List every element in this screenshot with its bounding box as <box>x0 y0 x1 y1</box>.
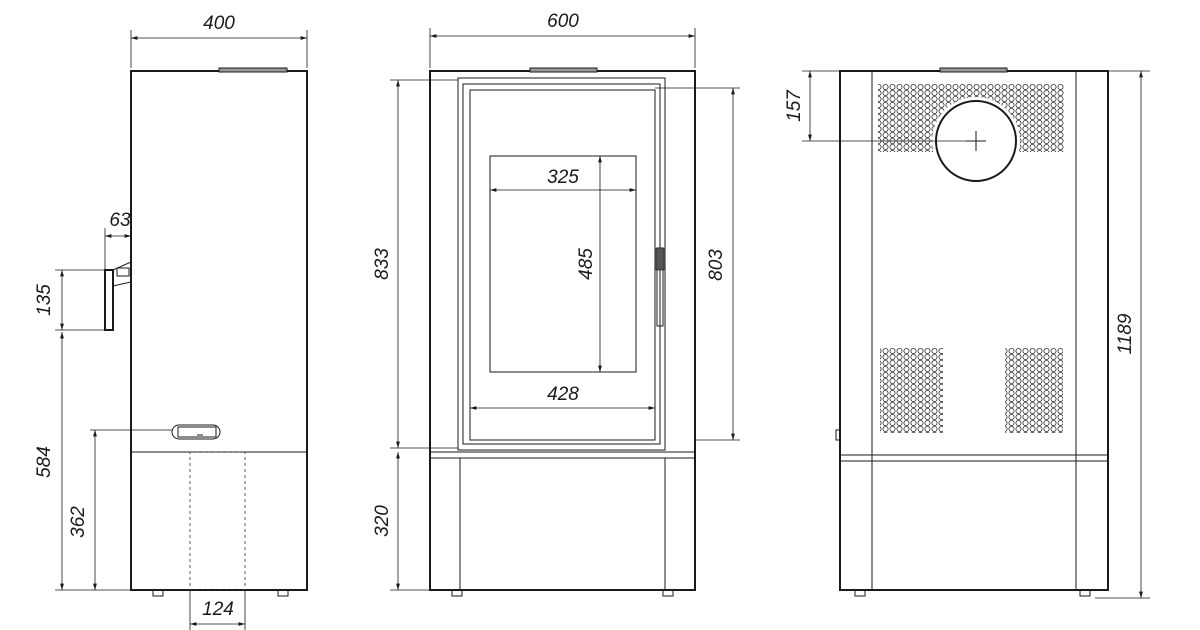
air-inlet-dashed <box>189 451 246 591</box>
rear-foot <box>1079 589 1091 597</box>
lower-vent-right <box>1005 348 1063 433</box>
dim-door-height: 833 <box>372 248 393 280</box>
viewing-window <box>489 155 637 373</box>
dim-door-inner-width: 428 <box>547 384 579 405</box>
side-body <box>130 70 308 591</box>
handle <box>104 261 132 331</box>
dim-handle-elevation: 584 <box>34 446 55 478</box>
dim-door-inner-height: 803 <box>706 249 727 281</box>
dim-knob-elevation: 362 <box>68 506 89 538</box>
dim-handle-height: 135 <box>34 284 55 316</box>
front-foot <box>662 589 674 597</box>
control-knob <box>171 424 221 440</box>
dim-handle-offset: 63 <box>109 210 131 231</box>
rear-view: 157 1189 <box>784 67 1150 599</box>
dim-total-height: 1189 <box>1115 313 1136 354</box>
lower-vent-left <box>880 348 943 433</box>
dim-side-width: 400 <box>203 13 235 34</box>
front-foot <box>451 589 463 597</box>
side-top-cap <box>218 67 288 73</box>
side-view: 400 63 135 584 362 124 <box>34 13 308 630</box>
rear-top-cap <box>939 67 1008 73</box>
dim-glass-height: 485 <box>576 248 597 280</box>
side-foot <box>277 589 289 597</box>
front-view: 600 325 485 428 833 320 803 <box>372 11 740 597</box>
dim-glass-width: 325 <box>547 167 579 188</box>
dim-front-width: 600 <box>547 11 579 32</box>
rear-foot <box>854 589 866 597</box>
dim-base-height: 320 <box>372 505 393 537</box>
side-foot <box>152 589 164 597</box>
door-glass <box>469 89 656 441</box>
dim-inlet-width: 124 <box>202 599 234 620</box>
door-frame <box>457 77 666 451</box>
dim-flue-offset: 157 <box>784 89 805 122</box>
front-top-cap <box>529 67 598 73</box>
